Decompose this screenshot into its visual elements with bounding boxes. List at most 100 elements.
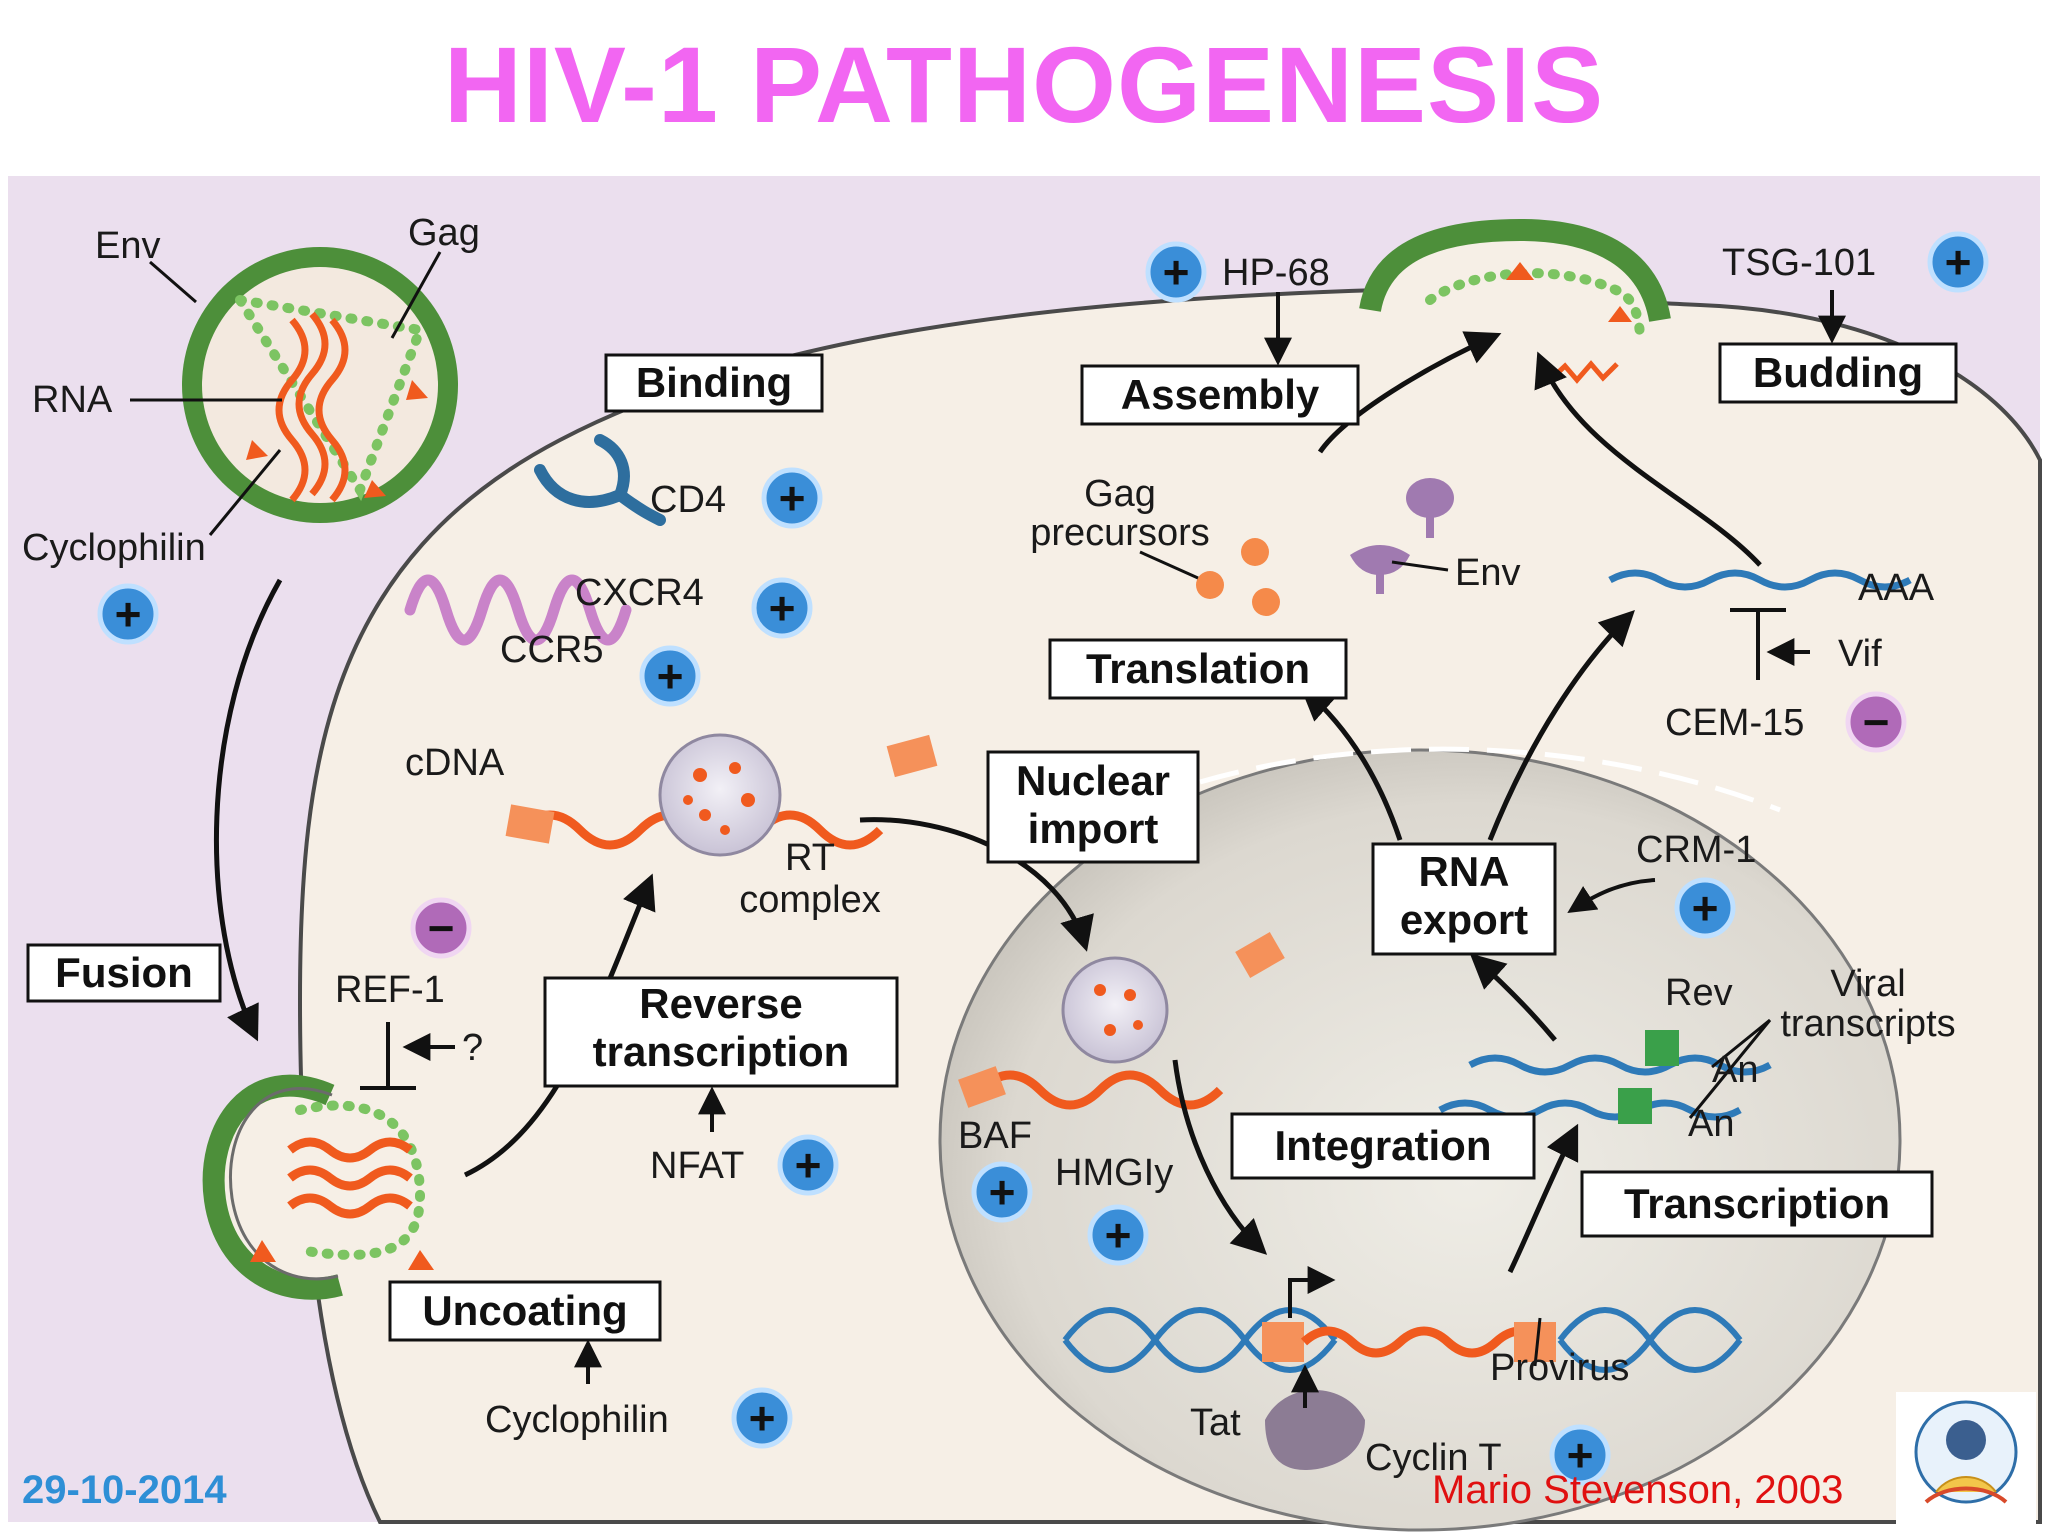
label-nfat: NFAT (650, 1145, 744, 1187)
step-budding-label: Budding (1753, 349, 1923, 396)
uncoating-core (250, 1100, 434, 1270)
label-hmgly: HMGIy (1055, 1152, 1173, 1194)
svg-text:+: + (795, 1139, 822, 1191)
svg-text:+: + (769, 582, 796, 634)
label-ccr5: CCR5 (500, 629, 603, 671)
label-hp68: HP-68 (1222, 252, 1330, 294)
cd4-receptor (534, 434, 666, 526)
plus-icon-ccr5: + (639, 645, 701, 707)
label-gag-virion: Gag (408, 212, 480, 254)
chemokine-receptor (404, 574, 632, 646)
step-nuclear-import: Nuclear import (986, 750, 1200, 864)
plus-icon-cxcr4: + (751, 577, 813, 639)
virion (182, 247, 458, 523)
label-rna: RNA (32, 379, 113, 421)
step-binding: Binding (604, 353, 824, 413)
inhibit-ref1 (360, 1022, 416, 1090)
arrow-budding (1534, 351, 1762, 567)
label-aaa: AAA (1858, 567, 1935, 609)
svg-text:+: + (1692, 882, 1719, 934)
label-rt: RT (785, 837, 835, 879)
step-binding-label: Binding (636, 359, 792, 406)
svg-text:+: + (115, 588, 142, 640)
label-rt-complex: complex (739, 879, 881, 921)
label-vif: Vif (1838, 633, 1882, 675)
step-assembly: Assembly (1080, 364, 1360, 426)
step-transcription: Transcription (1580, 1170, 1934, 1238)
arrow-crm1 (1567, 878, 1656, 914)
plus-icon-baf: + (971, 1161, 1033, 1223)
plus-icon-cd4: + (761, 467, 823, 529)
label-cyclophilin-virion: Cyclophilin (22, 527, 206, 569)
plus-icon-cyclophilin-uncoating: + (731, 1387, 793, 1449)
institution-logo-icon (1896, 1392, 2036, 1528)
label-cd4: CD4 (650, 479, 726, 521)
host-dna-provirus (1062, 1266, 1743, 1373)
step-nuclear-import-line1: Nuclear (1016, 757, 1170, 804)
step-fusion-label: Fusion (55, 949, 193, 996)
step-reverse-transcription: Reverse transcription (543, 976, 899, 1088)
label-an-2: An (1688, 1103, 1734, 1145)
svg-text:−: − (428, 902, 455, 954)
arrow-assembly (1317, 331, 1502, 454)
step-nuclear-import-line2: import (1028, 805, 1159, 852)
step-uncoating-label: Uncoating (422, 1287, 627, 1334)
footer-date: 29-10-2014 (22, 1468, 227, 1512)
preintegration-complex (958, 932, 1285, 1110)
step-translation-label: Translation (1086, 645, 1310, 692)
plus-icon-cyclin-t: + (1549, 1424, 1611, 1486)
minus-icon-ref1: − (410, 897, 472, 959)
label-crm1: CRM-1 (1636, 829, 1756, 871)
label-cxcr4: CXCR4 (575, 572, 704, 614)
footer-credit: Mario Stevenson, 2003 (1432, 1468, 1844, 1512)
step-rna-export-line1: RNA (1419, 848, 1510, 895)
arrow-transcription (1507, 1123, 1579, 1274)
cytoplasmic-mrna (1608, 569, 1912, 591)
minus-icon-cem15: − (1845, 691, 1907, 753)
label-cem15: CEM-15 (1665, 702, 1804, 744)
label-env-cytoplasm: Env (1455, 552, 1520, 594)
label-gag-precursors-line1: Gag (1084, 473, 1156, 515)
step-integration: Integration (1230, 1112, 1536, 1180)
arrow-to-translation (1299, 685, 1403, 841)
label-question: ? (462, 1027, 483, 1069)
step-rna-export-line2: export (1400, 896, 1528, 943)
plus-icon-nfat: + (777, 1134, 839, 1196)
label-tat: Tat (1190, 1402, 1241, 1444)
label-cyclin-t: Cyclin T (1365, 1437, 1502, 1479)
label-provirus: Provirus (1490, 1347, 1629, 1389)
label-ref1: REF-1 (335, 969, 445, 1011)
step-fusion: Fusion (26, 943, 222, 1003)
label-gag-precursors-line2: precursors (1030, 512, 1210, 554)
svg-text:+: + (989, 1166, 1016, 1218)
svg-text:+: + (779, 472, 806, 524)
plus-icon-hp68: + (1145, 241, 1207, 303)
step-translation: Translation (1048, 638, 1348, 700)
step-budding: Budding (1718, 342, 1958, 404)
svg-text:+: + (749, 1392, 776, 1444)
arrow-to-cytoplasmic-rna (1487, 610, 1635, 841)
viral-transcripts (1438, 1030, 1772, 1124)
label-baf: BAF (958, 1115, 1032, 1157)
step-reverse-transcription-line2: transcription (593, 1028, 850, 1075)
inhibit-cem15 (1730, 608, 1786, 680)
svg-text:+: + (657, 650, 684, 702)
step-uncoating: Uncoating (388, 1280, 662, 1342)
page-title: HIV-1 PATHOGENESIS (443, 24, 1605, 145)
plus-icon-tsg101: + (1927, 231, 1989, 293)
svg-text:+: + (1163, 246, 1190, 298)
step-transcription-label: Transcription (1624, 1180, 1890, 1227)
label-an-1: An (1712, 1049, 1758, 1091)
plus-icon-crm1: + (1674, 877, 1736, 939)
svg-text:−: − (1863, 696, 1890, 748)
rt-complex (505, 733, 938, 857)
tat-cyclin-complex (1265, 1390, 1365, 1470)
label-viral: Viral (1830, 963, 1905, 1005)
label-cyclophilin-uncoating: Cyclophilin (485, 1399, 669, 1441)
step-integration-label: Integration (1275, 1122, 1492, 1169)
plus-icon-hmgly: + (1087, 1204, 1149, 1266)
label-cdna: cDNA (405, 742, 505, 784)
label-transcripts: transcripts (1780, 1003, 1955, 1045)
gag-precursors (1196, 538, 1280, 616)
